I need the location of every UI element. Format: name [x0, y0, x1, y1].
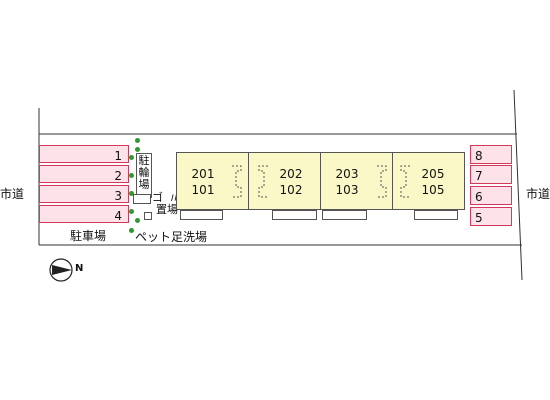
- parking-space-3: 3: [39, 185, 129, 203]
- bicycle-parking-label: 駐 輪 場: [137, 155, 151, 191]
- label-char: 駐: [138, 154, 150, 167]
- parking-number: 3: [114, 189, 122, 203]
- parking-space-1: 1: [39, 145, 129, 163]
- parking-number: 5: [475, 211, 483, 225]
- pet-wash-label: ペット足洗場: [135, 230, 208, 244]
- tree-icon: [135, 138, 140, 143]
- parking-label: 駐車場: [70, 229, 107, 243]
- north-label: N: [75, 263, 84, 274]
- parking-space-7: 7: [470, 165, 512, 184]
- tree-icon: [129, 155, 134, 160]
- label-char: ゴ: [152, 191, 163, 204]
- unit-number-upper: 203: [335, 167, 359, 181]
- parking-number: 2: [114, 169, 122, 183]
- parking-number: 1: [114, 149, 122, 163]
- unit-205-105: 205 105: [392, 152, 465, 210]
- unit-number-lower: 105: [421, 183, 445, 197]
- unit-number-upper: 201: [191, 167, 215, 181]
- parking-space-6: 6: [470, 186, 512, 205]
- parking-number: 8: [475, 149, 483, 163]
- road-label-right: 市道: [526, 187, 550, 201]
- north-arrow-icon: [49, 258, 73, 282]
- tree-icon: [129, 191, 134, 196]
- balcony: [272, 210, 317, 220]
- tree-icon: [135, 147, 140, 152]
- parking-number: 4: [114, 209, 122, 223]
- parking-number: 6: [475, 190, 483, 204]
- parking-space-4: 4: [39, 205, 129, 223]
- label-char: 場: [138, 178, 150, 191]
- garbage-area-label: ゴミ 置場: [152, 191, 182, 216]
- balcony: [414, 210, 458, 220]
- balcony: [322, 210, 367, 220]
- unit-202-102: 202 102: [248, 152, 321, 210]
- garbage-area: [133, 194, 151, 204]
- label-char: 置: [156, 203, 167, 216]
- road-label-left: 市道: [0, 187, 25, 201]
- label-char: 場: [167, 203, 178, 216]
- unit-number-upper: 202: [279, 167, 303, 181]
- parking-number: 7: [475, 169, 483, 183]
- tree-icon: [129, 209, 134, 214]
- tree-icon: [129, 173, 134, 178]
- unit-201-101: 201 101: [176, 152, 249, 210]
- label-char: 輪: [138, 166, 150, 179]
- tree-icon: [135, 218, 140, 223]
- unit-number-lower: 102: [279, 183, 303, 197]
- parking-space-8: 8: [470, 145, 512, 164]
- unit-number-upper: 205: [421, 167, 445, 181]
- balcony: [180, 210, 223, 220]
- tree-icon: [129, 228, 134, 233]
- parking-space-5: 5: [470, 207, 512, 226]
- unit-number-lower: 103: [335, 183, 359, 197]
- parking-space-2: 2: [39, 165, 129, 183]
- pet-wash-box: [144, 212, 152, 220]
- unit-number-lower: 101: [191, 183, 215, 197]
